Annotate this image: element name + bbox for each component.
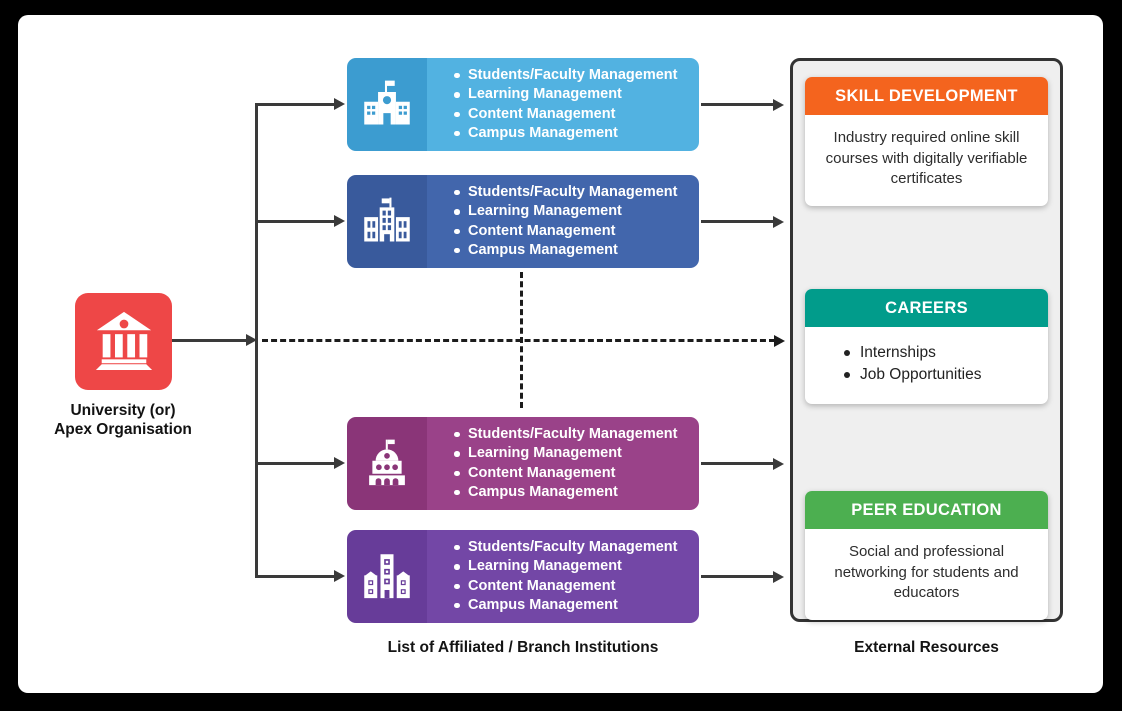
card-peer-education-header: PEER EDUCATION xyxy=(805,491,1048,529)
arrowhead-institution-3 xyxy=(334,457,345,469)
arrowhead-external-1 xyxy=(773,98,784,111)
feature-list: Students/Faculty Management Learning Man… xyxy=(454,183,677,260)
feature-item: Campus Management xyxy=(454,483,677,502)
careers-item: Internships xyxy=(844,342,1033,364)
card-peer-education-body: Social and professional networking for s… xyxy=(834,543,1019,601)
arrowhead-institution-2 xyxy=(334,215,345,227)
dome-building-icon xyxy=(347,417,427,510)
feature-item: Content Management xyxy=(454,105,677,124)
card-careers-header: CAREERS xyxy=(805,289,1048,327)
card-careers: CAREERS Internships Job Opportunities xyxy=(805,289,1048,404)
dashed-connector-vertical xyxy=(520,272,523,408)
institution-box-2-body: Students/Faculty Management Learning Man… xyxy=(427,175,699,268)
card-peer-education: PEER EDUCATION Social and professional n… xyxy=(805,491,1048,620)
external-resources-panel: SKILL DEVELOPMENT Industry required onli… xyxy=(790,58,1063,622)
feature-item: Learning Management xyxy=(454,557,677,576)
connector-institution-4-to-external xyxy=(701,575,773,578)
arrowhead-external-2 xyxy=(773,215,784,228)
dashed-connector-org-to-external xyxy=(262,339,775,342)
arrowhead-org xyxy=(246,334,257,346)
connector-institution-2-to-external xyxy=(701,220,773,223)
institution-box-3-body: Students/Faculty Management Learning Man… xyxy=(427,417,699,510)
university-building-icon xyxy=(347,175,427,268)
feature-item: Students/Faculty Management xyxy=(454,425,677,444)
school-building-icon xyxy=(347,58,427,151)
careers-list: Internships Job Opportunities xyxy=(820,340,1033,388)
university-apex-node xyxy=(75,293,172,390)
connector-to-institution-2 xyxy=(256,219,334,223)
external-resources-caption: External Resources xyxy=(854,639,999,656)
feature-item: Campus Management xyxy=(454,596,677,615)
org-label-line1: University (or) xyxy=(70,402,176,419)
connector-to-institution-1 xyxy=(256,102,334,106)
arrowhead-external-4 xyxy=(773,570,784,583)
card-skill-development-body: Industry required online skill courses w… xyxy=(825,129,1028,187)
connector-org-to-trunk xyxy=(172,338,246,342)
card-skill-development-header: SKILL DEVELOPMENT xyxy=(805,77,1048,115)
institution-box-1: Students/Faculty Management Learning Man… xyxy=(347,58,699,151)
connector-institution-3-to-external xyxy=(701,462,773,465)
feature-item: Learning Management xyxy=(454,202,677,221)
org-label-line2: Apex Organisation xyxy=(54,421,192,438)
connector-to-institution-3 xyxy=(256,461,334,465)
connector-to-institution-4 xyxy=(256,574,334,578)
arrowhead-institution-4 xyxy=(334,570,345,582)
org-label: University (or) Apex Organisation xyxy=(23,401,223,439)
institutions-caption: List of Affiliated / Branch Institutions xyxy=(387,639,659,656)
feature-item: Learning Management xyxy=(454,85,677,104)
arrowhead-dashed xyxy=(774,334,785,347)
institution-box-3: Students/Faculty Management Learning Man… xyxy=(347,417,699,510)
feature-item: Students/Faculty Management xyxy=(454,183,677,202)
connector-institution-1-to-external xyxy=(701,103,773,106)
feature-item: Content Management xyxy=(454,464,677,483)
feature-item: Campus Management xyxy=(454,241,677,260)
feature-item: Students/Faculty Management xyxy=(454,538,677,557)
feature-item: Students/Faculty Management xyxy=(454,66,677,85)
feature-item: Learning Management xyxy=(454,444,677,463)
city-building-icon xyxy=(347,530,427,623)
institution-box-4: Students/Faculty Management Learning Man… xyxy=(347,530,699,623)
feature-list: Students/Faculty Management Learning Man… xyxy=(454,425,677,502)
institution-box-2: Students/Faculty Management Learning Man… xyxy=(347,175,699,268)
card-careers-body: Internships Job Opportunities xyxy=(805,327,1048,404)
institution-box-4-body: Students/Faculty Management Learning Man… xyxy=(427,530,699,623)
careers-item: Job Opportunities xyxy=(844,364,1033,386)
feature-list: Students/Faculty Management Learning Man… xyxy=(454,66,677,143)
institution-box-1-body: Students/Faculty Management Learning Man… xyxy=(427,58,699,151)
feature-item: Content Management xyxy=(454,577,677,596)
feature-item: Content Management xyxy=(454,222,677,241)
card-skill-development: SKILL DEVELOPMENT Industry required onli… xyxy=(805,77,1048,206)
feature-list: Students/Faculty Management Learning Man… xyxy=(454,538,677,615)
bank-icon xyxy=(93,308,155,375)
trunk-line xyxy=(255,102,258,578)
arrowhead-external-3 xyxy=(773,457,784,470)
feature-item: Campus Management xyxy=(454,124,677,143)
arrowhead-institution-1 xyxy=(334,98,345,110)
